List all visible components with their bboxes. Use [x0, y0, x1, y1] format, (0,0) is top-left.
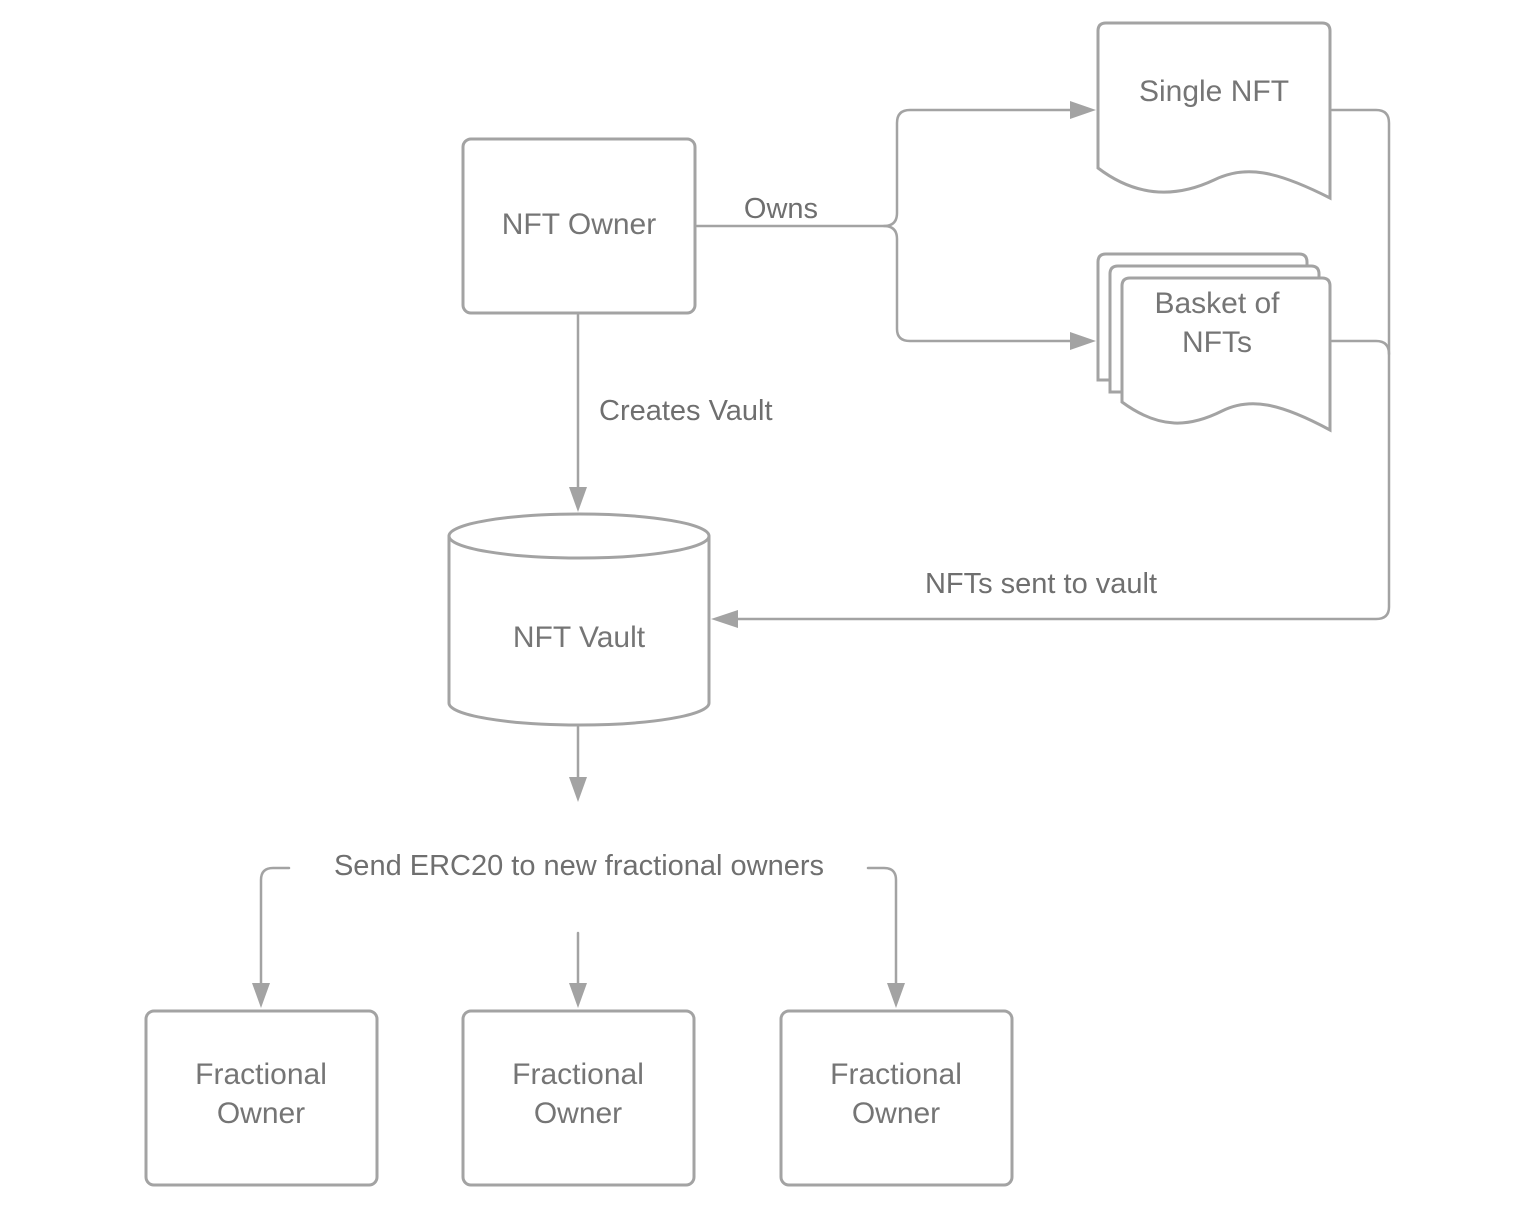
- nft-vault-cylinder: [447, 536, 711, 727]
- owns-edge-label: Owns: [744, 193, 818, 225]
- arrow-to-fractional-owner-3: [887, 983, 905, 1008]
- fractional-owner-1-line2: Owner: [217, 1097, 305, 1130]
- erc20-right-connector: [866, 866, 898, 987]
- single-nft-label: Single NFT: [1139, 75, 1289, 108]
- fractional-owner-3-line2: Owner: [852, 1097, 940, 1130]
- fractional-owner-2-line1: Fractional: [512, 1058, 644, 1091]
- basket-label-line2: NFTs: [1182, 326, 1252, 359]
- arrow-vault-output: [569, 777, 587, 802]
- arrow-to-vault: [569, 487, 587, 512]
- erc20-left-connector: [259, 866, 291, 987]
- fractional-owner-box-3: [779, 1009, 1014, 1187]
- sent-to-vault-edge-label: NFTs sent to vault: [925, 568, 1157, 600]
- owns-connector: [695, 108, 1074, 228]
- fractional-owner-1-line1: Fractional: [195, 1058, 327, 1091]
- basket-to-vault-connector: [1330, 339, 1391, 356]
- single-nft-to-vault-connector: [734, 108, 1391, 621]
- nft-owner-label: NFT Owner: [502, 208, 656, 241]
- send-erc20-edge-label: Send ERC20 to new fractional owners: [334, 850, 824, 882]
- creates-vault-edge-label: Creates Vault: [599, 395, 773, 427]
- nft-vault-label: NFT Vault: [513, 621, 646, 654]
- owns-connector-lower: [882, 224, 1074, 343]
- fractional-owner-box-2: [461, 1009, 696, 1187]
- arrow-to-fractional-owner-2: [569, 983, 587, 1008]
- nft-owner-box: [461, 137, 697, 315]
- arrow-to-single-nft: [1070, 101, 1096, 119]
- nft-vault-cylinder-top: [447, 512, 711, 560]
- fractional-owner-3-line1: Fractional: [830, 1058, 962, 1091]
- fractional-owner-box-1: [144, 1009, 379, 1187]
- arrow-to-basket: [1070, 332, 1096, 350]
- basket-of-nfts-stack: [1096, 252, 1332, 433]
- single-nft-document: [1096, 21, 1332, 201]
- arrow-into-vault: [711, 610, 738, 628]
- arrow-to-fractional-owner-1: [252, 983, 270, 1008]
- basket-label-line1: Basket of: [1154, 287, 1280, 320]
- basket-document-front: [1120, 276, 1332, 433]
- fractional-owner-2-line2: Owner: [534, 1097, 622, 1130]
